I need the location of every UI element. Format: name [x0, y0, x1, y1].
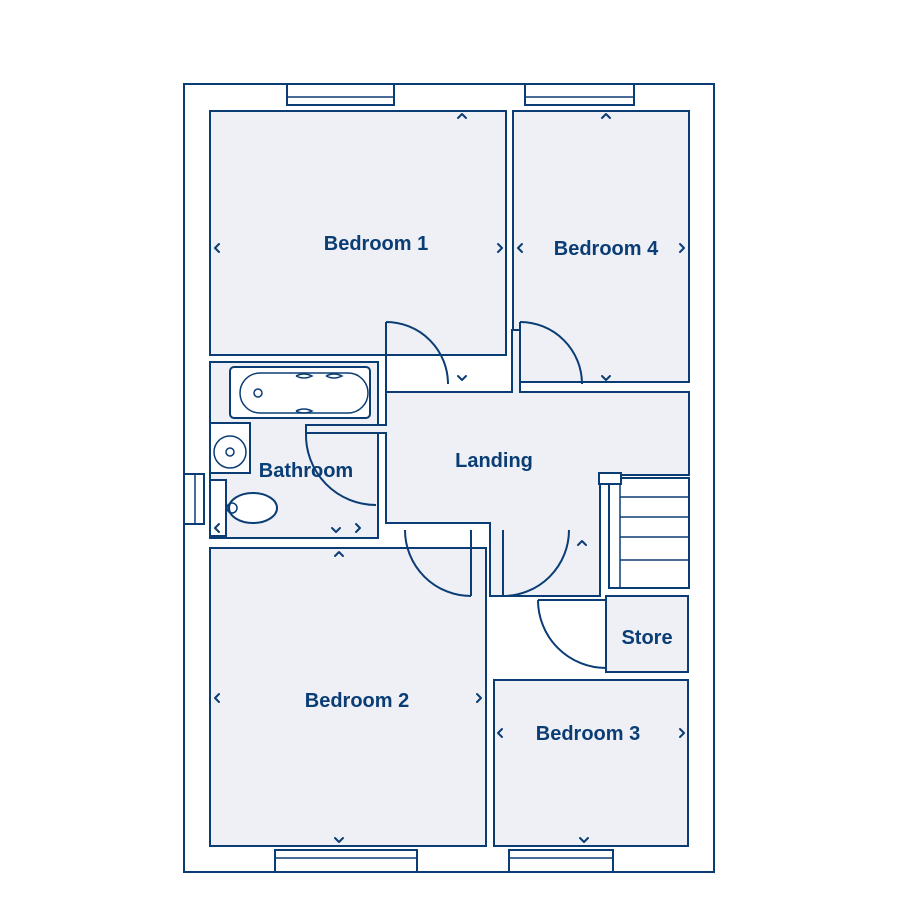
store-room: [605, 595, 689, 673]
bedroom-1-room: [209, 110, 507, 356]
dimension-markers: [214, 113, 685, 843]
window-bedroom-4: [524, 83, 635, 106]
room-label-bathroom: Bathroom: [259, 460, 353, 482]
window-bedroom-1: [286, 83, 395, 106]
door-store: [537, 599, 607, 669]
toilet-cistern: [209, 479, 227, 537]
bedroom-4-room: [512, 110, 690, 383]
door-bathroom: [304, 432, 378, 506]
door-bedroom-1: [385, 321, 449, 385]
room-label-bedroom-3: Bedroom 3: [536, 723, 640, 745]
landing-room: [305, 329, 690, 597]
window-bathroom: [183, 473, 205, 525]
bedroom-3-room: [493, 679, 689, 847]
door-bedroom-2: [404, 529, 472, 597]
room-label-store: Store: [621, 627, 672, 649]
toilet-bowl: [228, 492, 278, 524]
room-label-bedroom-2: Bedroom 2: [305, 690, 409, 712]
door-bedroom-4: [519, 321, 583, 385]
room-label-bedroom-4: Bedroom 4: [554, 238, 659, 260]
room-label-bedroom-1: Bedroom 1: [324, 233, 428, 255]
door-bedroom-3: [502, 529, 570, 597]
window-bedroom-3: [508, 849, 614, 873]
staircase: [608, 477, 690, 589]
bathtub: [229, 366, 371, 419]
room-label-landing: Landing: [455, 450, 533, 472]
bedroom-2-room: [209, 547, 487, 847]
window-bedroom-2: [274, 849, 418, 873]
